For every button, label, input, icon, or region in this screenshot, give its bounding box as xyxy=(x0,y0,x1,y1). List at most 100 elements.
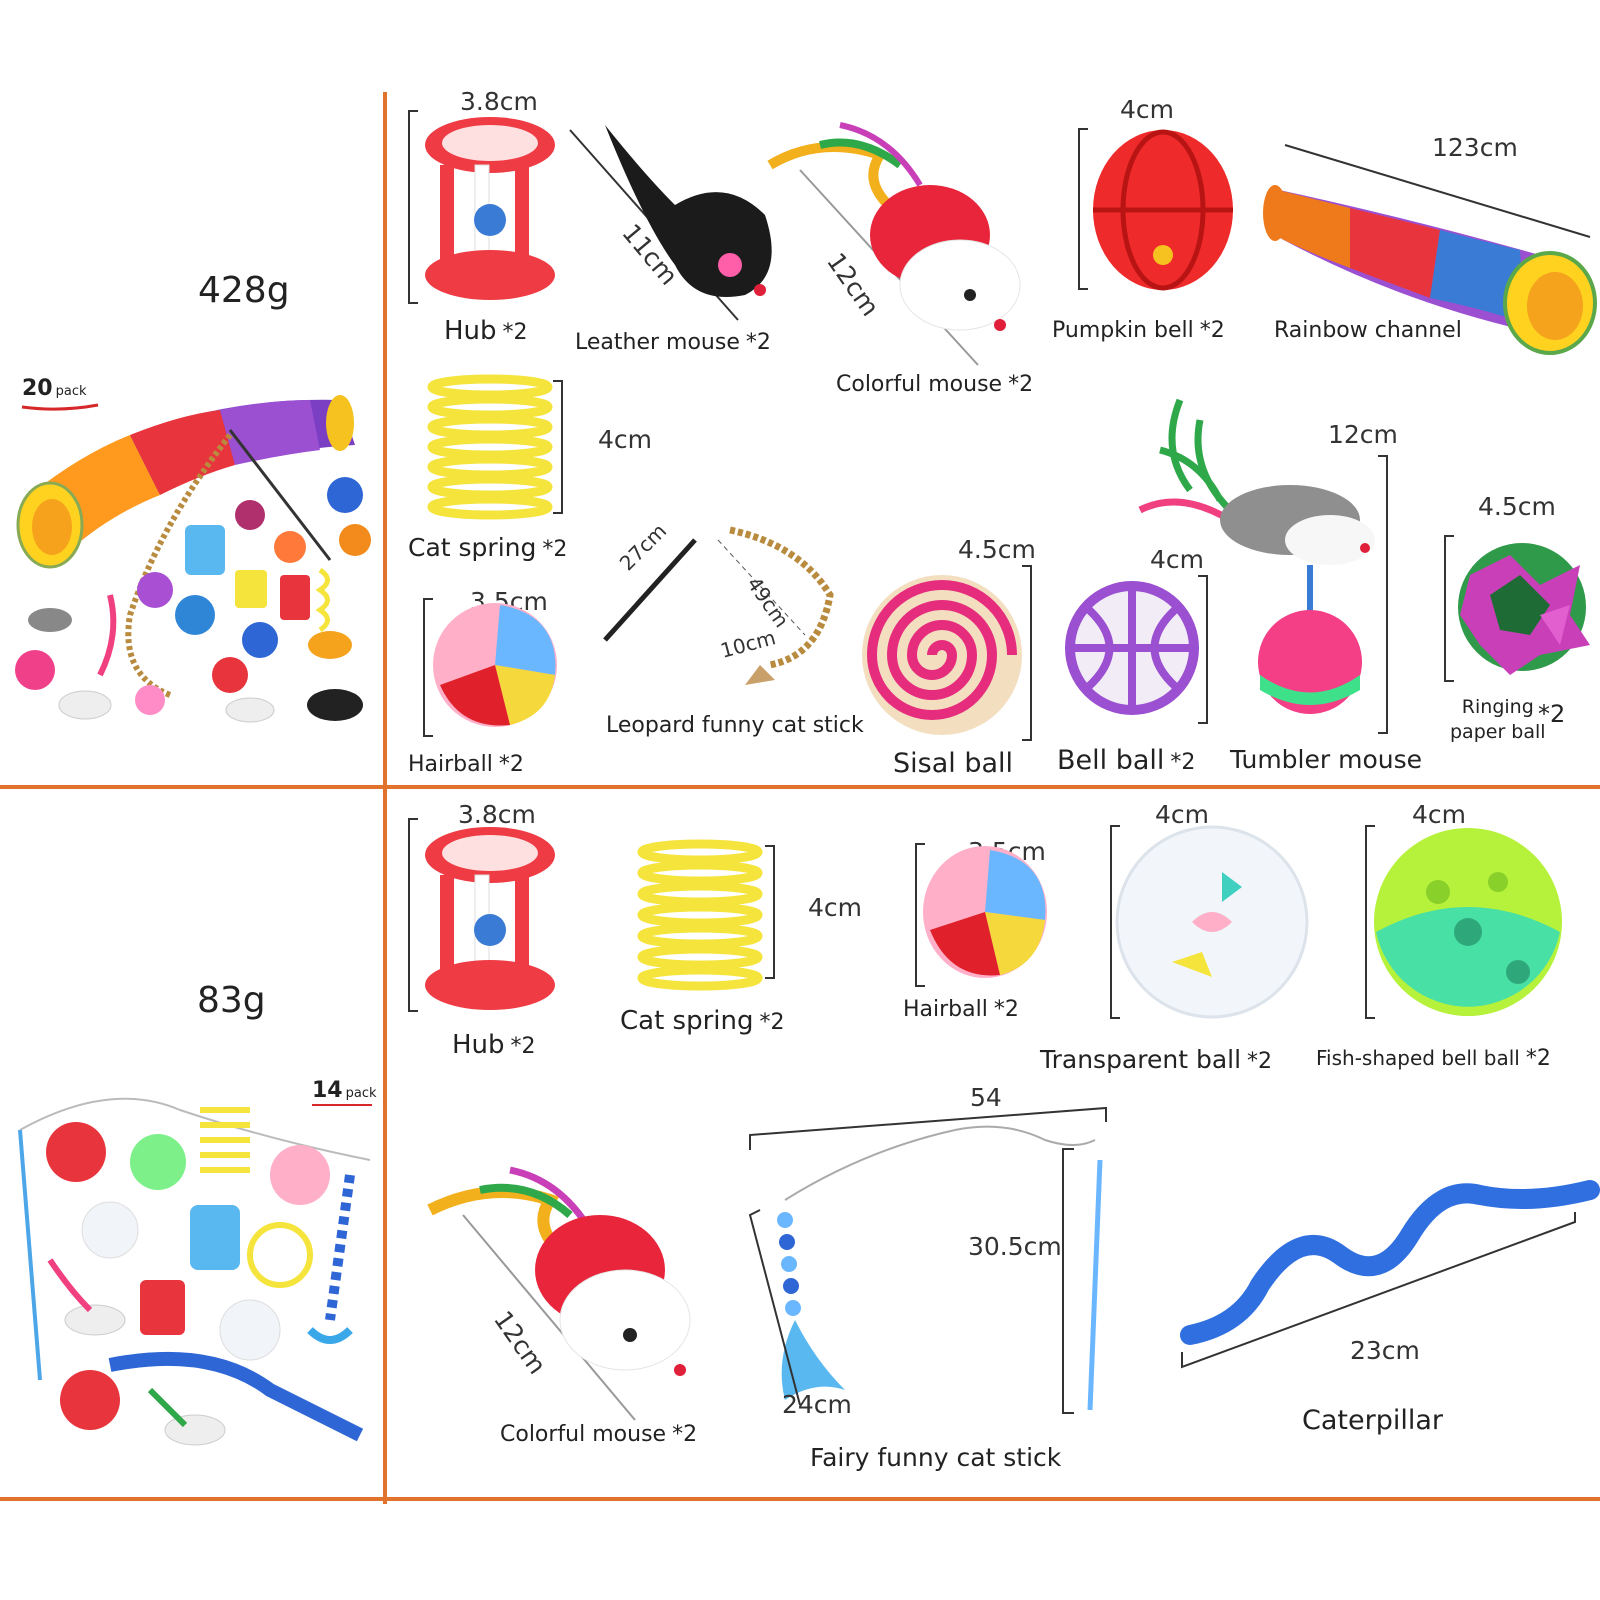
hub-2-image xyxy=(425,827,555,1010)
leather-mouse-name: Leather mouse xyxy=(575,330,740,355)
fairy-stick-dimension-2: 30.5cm xyxy=(968,1232,1062,1261)
hairball-2-name: Hairball xyxy=(903,997,988,1022)
ringing-paper-ball-qty: *2 xyxy=(1538,700,1566,728)
fairy-stick-measure-left xyxy=(748,1209,801,1406)
hub-label: Hub*2 xyxy=(444,316,528,346)
cat-spring-2-bracket xyxy=(765,845,775,979)
cat-spring-2-qty: *2 xyxy=(759,1010,785,1035)
rainbow-channel-image xyxy=(1263,185,1597,355)
sisal-ball-image xyxy=(862,575,1022,735)
bell-ball-name: Bell ball xyxy=(1057,745,1165,776)
bell-ball-dimension: 4cm xyxy=(1150,545,1205,574)
tumbler-mouse-image xyxy=(1138,398,1375,714)
fairy-stick-dimension-1: 54 xyxy=(970,1083,1002,1112)
caterpillar-label: Caterpillar xyxy=(1302,1405,1443,1436)
transparent-ball-label: Transparent ball*2 xyxy=(1040,1045,1272,1074)
pumpkin-bell-image xyxy=(1093,129,1233,291)
transparent-ball-image xyxy=(1115,825,1309,1019)
fairy-stick-label: Fairy funny cat stick xyxy=(810,1443,1061,1472)
pumpkin-bell-qty: *2 xyxy=(1199,318,1225,343)
top-pack-underline xyxy=(21,403,99,411)
pack-count: 14 xyxy=(312,1078,343,1103)
cat-spring-name: Cat spring xyxy=(408,533,537,562)
colorful-mouse-2-name: Colorful mouse xyxy=(500,1422,667,1447)
leather-mouse-qty: *2 xyxy=(745,330,771,355)
colorful-mouse-name: Colorful mouse xyxy=(836,372,1003,397)
sisal-ball-dimension: 4.5cm xyxy=(958,535,1036,564)
ringing-paper-ball-name-1: Ringing xyxy=(1461,696,1534,718)
leather-mouse-image xyxy=(605,125,772,297)
hairball-2-bracket xyxy=(915,843,925,987)
leather-mouse-label: Leather mouse*2 xyxy=(575,330,771,355)
rainbow-channel-name: Rainbow channel xyxy=(1274,318,1462,343)
fish-bell-ball-name: Fish-shaped bell ball xyxy=(1316,1046,1520,1070)
hairball-qty: *2 xyxy=(498,752,524,777)
caterpillar-image xyxy=(1180,1180,1600,1345)
hub-dimension: 3.8cm xyxy=(460,87,538,116)
cat-spring-2-label: Cat spring*2 xyxy=(620,1006,785,1036)
ringing-paper-ball-image xyxy=(1458,543,1590,675)
transparent-ball-qty: *2 xyxy=(1247,1049,1273,1074)
pack-count: 20 xyxy=(22,376,53,401)
bell-ball-bracket xyxy=(1198,575,1208,724)
hairball-image xyxy=(433,603,557,727)
colorful-mouse-2-measure xyxy=(462,1214,636,1421)
fairy-stick-dimension-3: 24cm xyxy=(782,1390,852,1419)
pack-unit: pack xyxy=(345,1086,377,1101)
top-set-weight: 428g xyxy=(198,270,290,311)
transparent-ball-dimension: 4cm xyxy=(1155,800,1210,829)
colorful-mouse-2-qty: *2 xyxy=(672,1422,698,1447)
sisal-ball-bracket xyxy=(1022,565,1032,741)
rainbow-channel-dimension: 123cm xyxy=(1432,133,1518,162)
cat-spring-dimension: 4cm xyxy=(598,425,653,454)
cat-spring-image xyxy=(427,374,553,520)
hub-2-qty: *2 xyxy=(510,1034,536,1059)
bottom-set-weight: 83g xyxy=(197,980,266,1021)
hub-qty: *2 xyxy=(502,320,528,345)
fairy-stick-bracket xyxy=(1062,1148,1074,1414)
hairball-2-image xyxy=(923,846,1047,978)
vertical-divider xyxy=(383,92,387,1504)
fish-bell-ball-dimension: 4cm xyxy=(1412,800,1467,829)
horizontal-divider-middle xyxy=(0,785,1600,789)
hub-image xyxy=(425,117,555,300)
colorful-mouse-2-label: Colorful mouse*2 xyxy=(500,1422,697,1447)
cat-spring-bracket xyxy=(553,380,563,514)
pumpkin-bell-bracket xyxy=(1078,128,1088,290)
ringing-paper-ball-dimension: 4.5cm xyxy=(1478,492,1556,521)
tumbler-mouse-name: Tumbler mouse xyxy=(1230,745,1422,774)
hairball-name: Hairball xyxy=(408,752,493,777)
hub-2-dimension: 3.8cm xyxy=(458,800,536,829)
ringing-paper-ball-label: Ringing paper ball xyxy=(1450,695,1546,745)
pumpkin-bell-name: Pumpkin bell xyxy=(1052,318,1194,343)
colorful-mouse-image xyxy=(767,122,1021,331)
fish-bell-ball-bracket xyxy=(1365,825,1375,1019)
hub-2-name: Hub xyxy=(452,1030,505,1060)
fairy-stick-name: Fairy funny cat stick xyxy=(810,1443,1062,1472)
caterpillar-name: Caterpillar xyxy=(1302,1405,1443,1436)
cat-spring-label: Cat spring*2 xyxy=(408,533,567,562)
transparent-ball-name: Transparent ball xyxy=(1040,1045,1242,1074)
bottom-pack-underline xyxy=(312,1104,372,1106)
leopard-stick-name: Leopard funny cat stick xyxy=(606,713,864,738)
ringing-paper-ball-name-2: paper ball xyxy=(1450,721,1546,743)
bottom-set-collage xyxy=(18,1097,371,1446)
fish-bell-ball-label: Fish-shaped bell ball*2 xyxy=(1316,1046,1551,1071)
horizontal-divider-bottom xyxy=(0,1497,1600,1501)
hairball-label: Hairball*2 xyxy=(408,752,524,777)
cat-spring-qty: *2 xyxy=(542,537,568,562)
fairy-stick-measure-top xyxy=(749,1106,1107,1150)
tumbler-mouse-label: Tumbler mouse xyxy=(1230,745,1422,774)
caterpillar-dimension: 23cm xyxy=(1350,1336,1420,1365)
sisal-ball-label: Sisal ball xyxy=(893,748,1013,779)
fish-bell-ball-qty: *2 xyxy=(1525,1046,1551,1071)
top-set-collage xyxy=(15,395,371,723)
rainbow-channel-measure xyxy=(1284,144,1591,238)
colorful-mouse-2-image xyxy=(427,1166,691,1376)
bell-ball-image xyxy=(1065,581,1199,715)
pumpkin-bell-label: Pumpkin bell*2 xyxy=(1052,318,1225,343)
tumbler-mouse-bracket xyxy=(1378,455,1388,734)
pack-unit: pack xyxy=(55,384,87,399)
